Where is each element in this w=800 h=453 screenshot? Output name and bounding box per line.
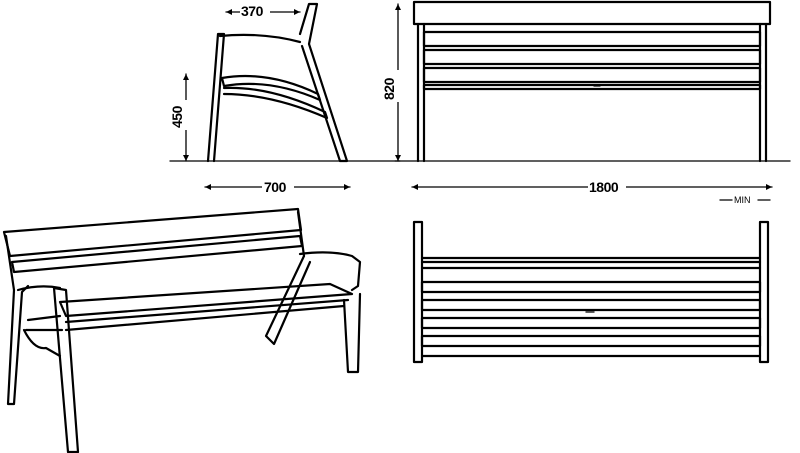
top-view — [412, 220, 770, 364]
front-view-seat-slat — [422, 83, 762, 91]
perspective-right-armrest — [298, 251, 362, 292]
dimension-seat-height: 450 — [169, 73, 196, 162]
top-view-slat-2 — [420, 298, 762, 312]
dimension-450-label: 450 — [169, 105, 185, 128]
dimension-min-label: MIN — [734, 195, 751, 205]
front-view-slat-1 — [422, 30, 762, 48]
dimension-370-label: 370 — [241, 3, 264, 19]
perspective-front-left-leg — [52, 286, 80, 453]
dimension-700-label: 700 — [264, 179, 287, 195]
side-view-front-leg — [206, 32, 226, 163]
dimension-min: MIN — [719, 195, 771, 205]
dimension-total-height: 820 — [381, 3, 408, 162]
side-view — [169, 2, 401, 163]
front-view — [394, 0, 791, 163]
top-view-left-post — [412, 220, 424, 364]
perspective-rear-support — [264, 254, 312, 346]
side-view-rear-leg — [298, 2, 349, 163]
perspective-view — [2, 207, 362, 453]
front-view-top-slat — [412, 0, 772, 26]
dimension-820-label: 820 — [381, 77, 397, 100]
top-view-slat-4 — [420, 334, 762, 348]
front-view-slat-3 — [422, 66, 762, 84]
perspective-seat-top — [58, 282, 354, 318]
side-view-seat — [222, 86, 329, 120]
dimension-overall-length: 1800 — [411, 178, 773, 195]
top-view-slat-3 — [420, 316, 762, 330]
dimension-1800-label: 1800 — [589, 179, 619, 195]
perspective-backrest-slat-2 — [10, 234, 304, 274]
dimension-overall-depth: 700 — [204, 178, 351, 195]
front-view-slat-2 — [422, 48, 762, 66]
perspective-left-frame — [4, 234, 30, 406]
top-view-right-post — [758, 220, 770, 364]
side-view-backrest-slat — [218, 33, 302, 44]
dimension-seat-depth: 370 — [225, 3, 301, 19]
top-view-slat-1 — [420, 280, 762, 294]
perspective-front-right-leg — [342, 292, 362, 374]
side-view-armrest — [220, 74, 322, 102]
